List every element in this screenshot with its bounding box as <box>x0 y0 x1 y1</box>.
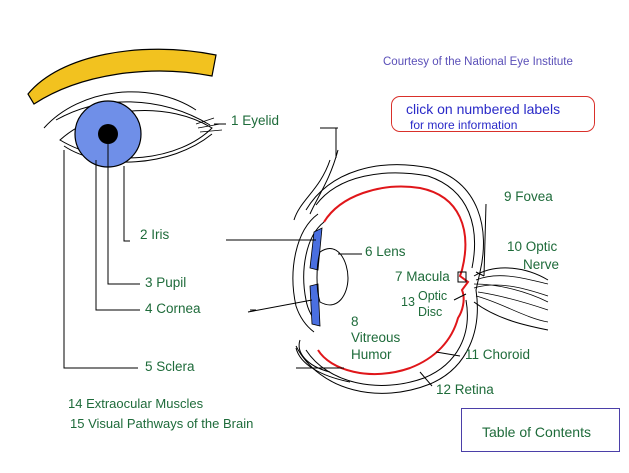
upper-eyelid-fold <box>43 91 197 129</box>
label-choroid[interactable]: 11 Choroid <box>465 347 531 362</box>
cornea-curve <box>292 213 319 333</box>
label-optic-disc-line-2[interactable]: Disc <box>418 305 443 319</box>
optic-nerve <box>473 275 549 323</box>
label-extraocular-muscles[interactable]: 14 Extraocular Muscles <box>68 396 204 411</box>
iris-section-upper <box>309 227 323 271</box>
instruction-line-1: click on numbered labels <box>406 101 561 117</box>
eyebrow-shape <box>27 48 217 105</box>
label-optic-nerve-line-1[interactable]: 10 Optic <box>507 239 558 254</box>
label-macula[interactable]: 7 Macula <box>395 269 450 284</box>
table-of-contents-box[interactable]: Table of Contents <box>461 408 620 452</box>
label-pupil[interactable]: 3 Pupil <box>145 275 187 290</box>
label-iris[interactable]: 2 Iris <box>140 227 170 242</box>
label-optic-nerve-line-2[interactable]: Nerve <box>523 257 560 272</box>
label-optic-disc-line-1[interactable]: Optic <box>418 289 448 303</box>
instruction-line-2: for more information <box>410 118 518 132</box>
upper-eyelid-line <box>55 101 211 126</box>
label-eyelid[interactable]: 1 Eyelid <box>231 113 280 128</box>
sclera-outline <box>295 164 484 394</box>
courtesy-text: Courtesy of the National Eye Institute <box>383 56 573 68</box>
label-lens[interactable]: 6 Lens <box>365 244 406 259</box>
label-vitreous-number[interactable]: 8 <box>351 314 359 329</box>
lens-shape <box>316 248 349 306</box>
label-sclera[interactable]: 5 Sclera <box>145 359 195 374</box>
iris-section-lower <box>309 283 321 327</box>
instruction-box: click on numbered labels for more inform… <box>391 96 595 132</box>
label-fovea[interactable]: 9 Fovea <box>504 189 553 204</box>
label-retina[interactable]: 12 Retina <box>436 382 494 397</box>
label-vitreous-line-1[interactable]: Vitreous <box>351 330 401 345</box>
pupil-shape <box>98 124 118 144</box>
label-cornea[interactable]: 4 Cornea <box>145 301 201 316</box>
label-optic-disc-number[interactable]: 13 <box>401 295 415 309</box>
table-of-contents-link[interactable]: Table of Contents <box>482 424 591 440</box>
label-visual-pathways[interactable]: 15 Visual Pathways of the Brain <box>70 416 254 431</box>
lower-eyelid-line <box>63 133 213 163</box>
label-vitreous-line-2[interactable]: Humor <box>351 347 392 362</box>
